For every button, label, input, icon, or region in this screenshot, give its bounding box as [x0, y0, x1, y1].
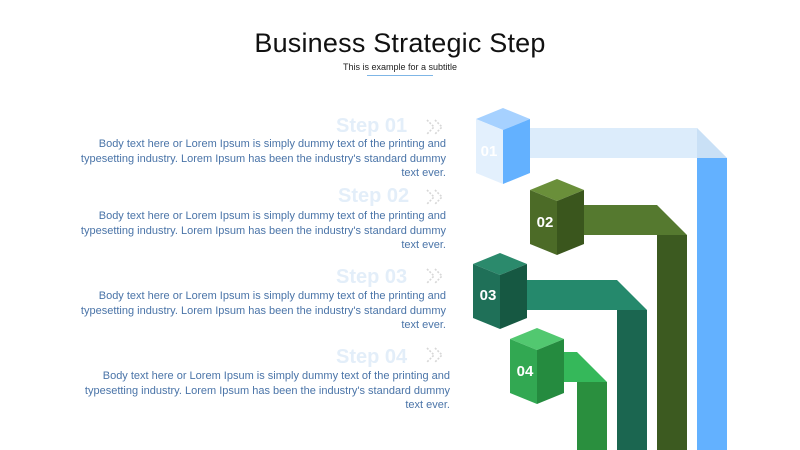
page-subtitle: This is example for a subtitle: [342, 62, 458, 72]
step-02-cube: 02: [530, 179, 584, 255]
step-03-cube: 03: [473, 253, 527, 329]
page-title: Business Strategic Step: [254, 28, 546, 58]
step-01-number: 01: [481, 143, 498, 160]
step-04-cube: 04: [510, 328, 564, 404]
step-03-number: 03: [480, 287, 497, 304]
step-01-cube: 01: [476, 108, 530, 184]
step-02-pipe: [582, 205, 687, 450]
step-04-body: Body text here or Lorem Ipsum is simply …: [84, 370, 450, 411]
step-01-pipe: [527, 128, 727, 450]
step-01-body: Body text here or Lorem Ipsum is simply …: [80, 138, 446, 179]
step-03-heading: Step 03: [336, 266, 408, 288]
subtitle-underline: [367, 75, 433, 76]
step-04-heading: Step 04: [336, 346, 408, 368]
step-01-heading: Step 01: [336, 115, 408, 137]
step-02-number: 02: [537, 214, 554, 231]
step-03-body: Body text here or Lorem Ipsum is simply …: [80, 290, 446, 331]
step-04-number: 04: [517, 363, 534, 380]
step-04-pipe: [564, 352, 607, 450]
step-03-pipe: [525, 280, 647, 450]
step-02-body: Body text here or Lorem Ipsum is simply …: [80, 210, 446, 251]
step-02-heading: Step 02: [338, 185, 410, 207]
